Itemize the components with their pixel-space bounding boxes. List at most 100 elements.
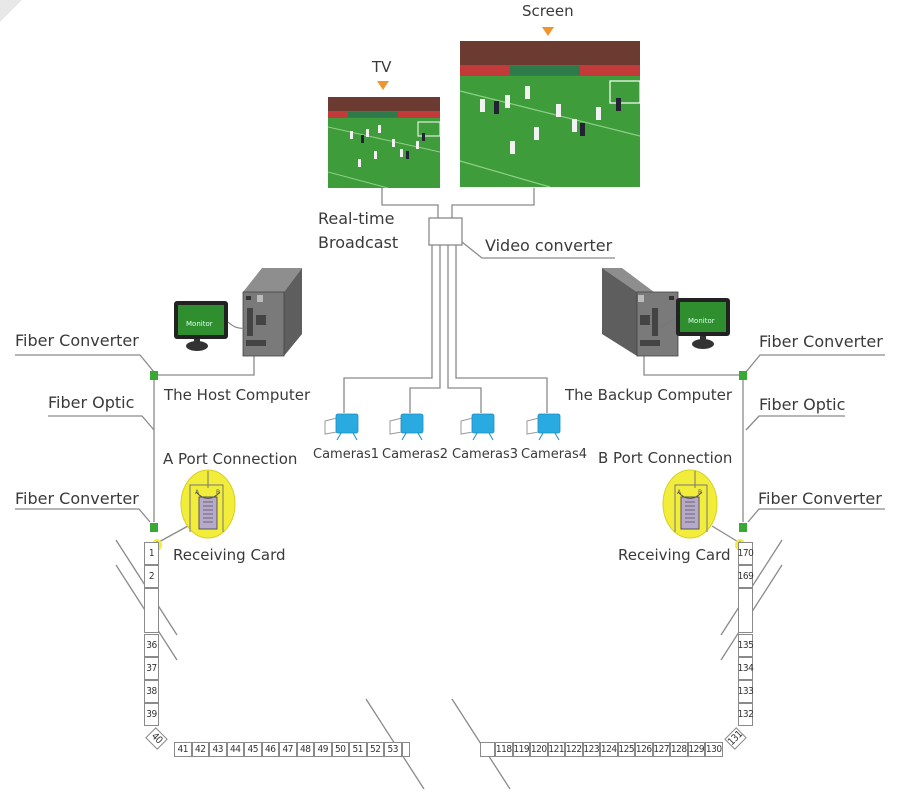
screen-tile: 135 xyxy=(738,634,754,657)
screen-tile: 36 xyxy=(144,634,159,657)
svg-text:B: B xyxy=(698,489,702,496)
screen-tile: 124 xyxy=(600,742,618,757)
screen-tile: 53 xyxy=(384,742,402,757)
screen-tile: 123 xyxy=(582,742,600,757)
right-receiving-card-label: Receiving Card xyxy=(618,546,731,564)
svg-text:B: B xyxy=(216,489,220,496)
backup-to-fiber-line xyxy=(643,356,740,376)
screen-tile: 169 xyxy=(738,565,754,588)
right-receiving-card-leader xyxy=(711,525,741,544)
host-computer-label: The Host Computer xyxy=(164,386,311,404)
host-to-fiber-line xyxy=(158,356,255,376)
screen-tile: 127 xyxy=(652,742,670,757)
screen-to-converter-line xyxy=(451,188,535,218)
screen-arrow-icon xyxy=(542,27,554,36)
left-fiber-converter-bottom xyxy=(150,523,158,532)
screen-tile: 51 xyxy=(349,742,367,757)
screen-tile-blank xyxy=(144,588,159,633)
page-corner-decoration xyxy=(0,0,22,22)
screen-tile: 44 xyxy=(226,742,244,757)
camera-2-label: Cameras2 xyxy=(382,447,449,462)
screen-tile: 2 xyxy=(144,565,159,588)
left-fiber-converter-leader-bottom xyxy=(15,508,151,523)
screen-label: Screen xyxy=(522,2,574,20)
screen-tile: 38 xyxy=(144,680,159,703)
screen-tile: 47 xyxy=(279,742,297,757)
left-fiber-converter-top-label: Fiber Converter xyxy=(15,331,139,350)
screen-tile: 37 xyxy=(144,657,159,680)
camera2-line xyxy=(409,245,441,413)
screen-tile: 130 xyxy=(705,742,723,757)
tv-arrow-icon xyxy=(377,81,389,90)
left-fiber-optic-leader xyxy=(48,415,155,431)
screen-tile: 42 xyxy=(191,742,209,757)
screen-tile: 45 xyxy=(244,742,262,757)
tv-display xyxy=(328,97,440,188)
camera-1-label: Cameras1 xyxy=(313,447,380,462)
screen-tile: 134 xyxy=(738,657,754,680)
screen-tile: 132 xyxy=(738,703,754,726)
screen-tile: 133 xyxy=(738,680,754,703)
host-monitor-text: Monitor xyxy=(186,320,213,328)
screen-tile-blank xyxy=(480,742,495,757)
left-fiber-converter-top xyxy=(150,371,158,380)
tv-to-converter-line xyxy=(381,188,439,218)
screen-tile: 129 xyxy=(687,742,705,757)
screen-tile: 126 xyxy=(635,742,653,757)
screen-tile: 125 xyxy=(617,742,635,757)
screen-display xyxy=(460,41,640,187)
screen-tile: 170 xyxy=(738,542,754,565)
right-fiber-converter-leader-bottom xyxy=(747,508,885,523)
screen-tile: 120 xyxy=(530,742,548,757)
right-fiber-converter-bottom-label: Fiber Converter xyxy=(758,489,882,508)
screen-tile: 50 xyxy=(331,742,349,757)
video-converter-box xyxy=(428,217,463,246)
camera1-line xyxy=(343,245,433,413)
right-fiber-converter-top-label: Fiber Converter xyxy=(759,332,883,351)
backup-computer-icon xyxy=(602,268,679,357)
camera-3-label: Cameras3 xyxy=(452,447,519,462)
screen-tile: 1 xyxy=(144,542,159,565)
camera-icon xyxy=(324,413,359,441)
camera3-line xyxy=(447,245,482,413)
screen-tile: 121 xyxy=(547,742,565,757)
a-port-connection-icon: A B xyxy=(180,469,236,539)
video-converter-leader xyxy=(461,241,615,259)
screen-tile: 46 xyxy=(261,742,279,757)
right-fiber-converter-top xyxy=(739,371,747,380)
screen-tile: 41 xyxy=(174,742,192,757)
camera-icon xyxy=(460,413,495,441)
camera-icon xyxy=(389,413,424,441)
broadcast-label-line2: Broadcast xyxy=(318,233,399,252)
left-fiber-converter-bottom-label: Fiber Converter xyxy=(15,489,139,508)
broadcast-label-line1: Real-time xyxy=(318,209,395,228)
screen-tile: 49 xyxy=(314,742,332,757)
screen-tile: 128 xyxy=(670,742,688,757)
b-port-connection-icon: A B xyxy=(662,469,718,539)
camera4-line xyxy=(455,245,548,413)
svg-text:A: A xyxy=(677,489,682,496)
host-monitor-icon xyxy=(174,301,248,351)
a-port-connection-label: A Port Connection xyxy=(163,450,298,468)
backup-monitor-icon xyxy=(659,298,730,349)
right-fiber-converter-bottom xyxy=(739,523,747,532)
tv-label: TV xyxy=(372,58,392,76)
screen-tile: 43 xyxy=(209,742,227,757)
svg-text:A: A xyxy=(195,489,200,496)
b-port-connection-label: B Port Connection xyxy=(598,449,733,467)
video-converter-label: Video converter xyxy=(485,236,613,255)
right-fiber-converter-leader-top xyxy=(745,354,885,373)
screen-tile-blank xyxy=(402,742,410,757)
camera-icon xyxy=(526,413,561,441)
left-receiving-card-label: Receiving Card xyxy=(173,546,286,564)
camera-4-label: Cameras4 xyxy=(521,447,588,462)
backup-monitor-text: Monitor xyxy=(688,317,715,325)
screen-tile: 52 xyxy=(366,742,384,757)
host-computer-icon xyxy=(242,268,302,357)
backup-computer-label: The Backup Computer xyxy=(565,386,732,404)
left-fiber-optic-label: Fiber Optic xyxy=(48,393,135,412)
screen-tile: 119 xyxy=(512,742,530,757)
screen-tile-blank xyxy=(738,588,753,633)
screen-tile: 122 xyxy=(565,742,583,757)
